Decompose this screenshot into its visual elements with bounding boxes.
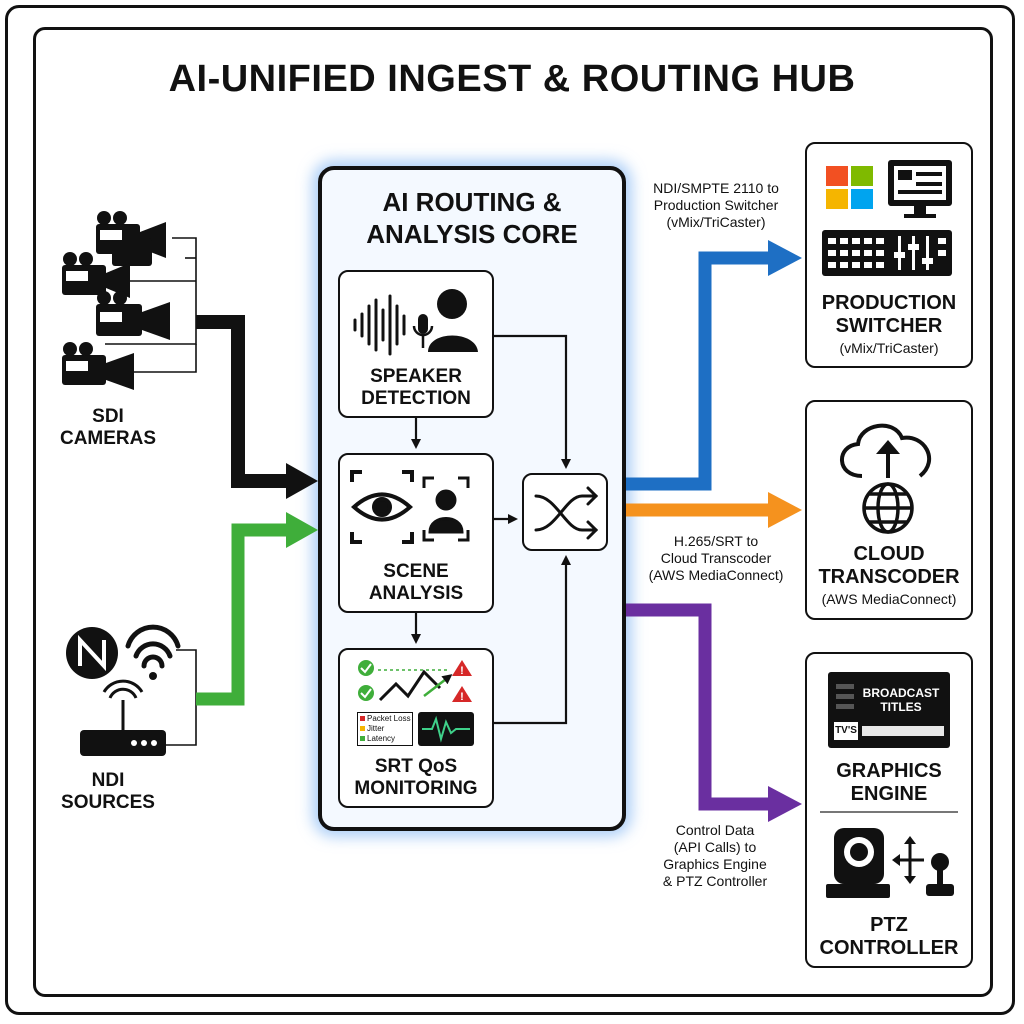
router-device-icon	[80, 679, 166, 756]
production-switcher-sub: (vMix/TriCaster)	[839, 340, 939, 356]
core-title-line2: ANALYSIS CORE	[366, 219, 578, 249]
core-title: AI ROUTING & ANALYSIS CORE	[318, 186, 626, 250]
monitor-icon	[888, 160, 952, 218]
cloud-transcoder-sub: (AWS MediaConnect)	[821, 591, 957, 607]
switcher-route-arrow	[626, 251, 772, 491]
switcher-panel-icon	[822, 230, 952, 276]
speaker-to-router-arrow	[494, 334, 571, 469]
graphics-arrowhead	[768, 786, 802, 822]
cloud-arrowhead	[768, 492, 802, 528]
inner-frame	[33, 27, 993, 997]
qos-metric-jitter: Jitter	[360, 724, 410, 734]
speaker-detection-label: SPEAKER DETECTION	[361, 366, 471, 409]
qos-green-trend	[423, 674, 453, 697]
production-switcher-label: PRODUCTION SWITCHER	[821, 292, 957, 337]
ndi-route-arrow	[196, 523, 290, 706]
move-arrows-icon	[892, 836, 924, 884]
graphics-engine-label: GRAPHICS ENGINE	[836, 760, 942, 805]
ndi-arrowhead	[286, 512, 318, 548]
tv-logo: TV'S	[835, 725, 857, 736]
sdi-route-arrow	[196, 315, 290, 488]
qos-metric-latency: Latency	[360, 734, 410, 744]
eye-icon	[350, 470, 414, 544]
qos-trend-line	[378, 669, 442, 702]
globe-icon	[862, 482, 914, 534]
broadcast-tv-icon	[828, 672, 950, 748]
wifi-icon	[125, 624, 181, 680]
check-icon	[358, 685, 374, 701]
svg-text:!: !	[460, 691, 464, 703]
audio-waveform-icon	[353, 294, 406, 356]
outer-frame	[5, 5, 1015, 1015]
waveform-monitor-icon	[418, 712, 474, 746]
ptz-controller-label: PTZ CONTROLLER	[819, 914, 959, 959]
qos-monitoring-label: SRT QoS MONITORING	[354, 756, 478, 799]
speaker-person-icon	[412, 289, 478, 352]
core-title-line1: AI ROUTING &	[382, 187, 562, 217]
face-detection-icon	[422, 476, 470, 542]
graphics-route-arrow	[626, 603, 772, 811]
scene-analysis-label: SCENE ANALYSIS	[368, 561, 464, 604]
sdi-fan-lines	[105, 237, 198, 373]
router-box[interactable]	[522, 473, 608, 551]
ndi-fan-lines	[166, 649, 197, 746]
warning-icon: !	[452, 686, 472, 703]
sdi-arrowhead	[286, 463, 318, 499]
switcher-arrowhead	[768, 240, 802, 276]
windows-logo-icon	[826, 166, 873, 209]
cloud-upload-icon	[840, 423, 932, 478]
qos-to-router-arrow	[494, 555, 571, 725]
check-icon	[358, 660, 374, 676]
cloud-transcoder-box[interactable]	[805, 400, 973, 620]
qos-metric-packet-loss: Packet Loss	[360, 714, 411, 724]
sdi-cameras-label: SDI CAMERAS	[59, 406, 157, 449]
ptz-camera-icon	[826, 828, 890, 898]
shuffle-icon	[534, 486, 599, 540]
switcher-route-label: NDI/SMPTE 2110 to Production Switcher (v…	[653, 180, 779, 230]
video-camera-icon	[62, 211, 170, 390]
tv-broadcast-titles: BROADCAST TITLES	[862, 686, 940, 714]
warning-icon: !	[452, 660, 472, 677]
cloud-transcoder-label: CLOUD TRANSCODER	[818, 543, 960, 588]
graphics-route-label: Control Data (API Calls) to Graphics Eng…	[662, 822, 768, 889]
cloud-route-label: H.265/SRT to Cloud Transcoder (AWS Media…	[648, 533, 784, 583]
qos-metrics-list: Packet Loss Jitter Latency	[357, 712, 413, 746]
svg-text:!: !	[460, 665, 464, 677]
diagram-title: AI-UNIFIED INGEST & ROUTING HUB	[168, 58, 856, 100]
joystick-icon	[926, 853, 954, 896]
ndi-logo-icon	[66, 627, 118, 679]
ndi-sources-label: NDI SOURCES	[61, 770, 155, 813]
